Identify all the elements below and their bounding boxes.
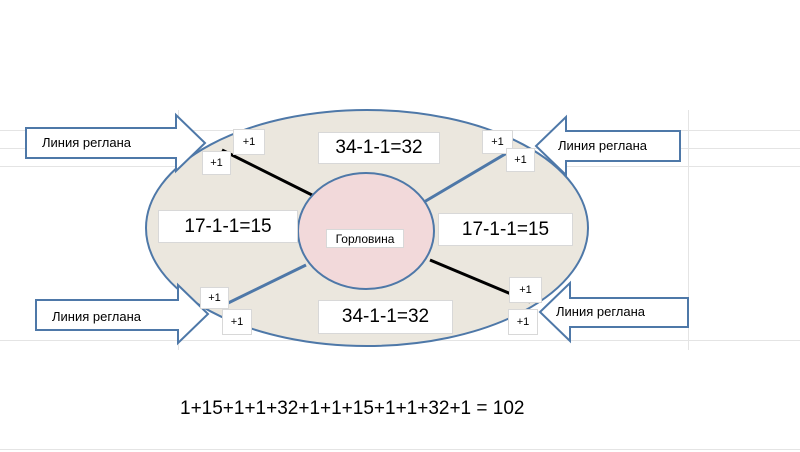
back-stitch-count: 34-1-1=32	[318, 132, 440, 164]
arrow-left-bottom-right	[538, 280, 689, 344]
raglan-label-top-right: Линия реглана	[558, 138, 648, 153]
plus-one-marker: +1	[508, 309, 538, 335]
plus-one-marker: +1	[233, 129, 265, 155]
raglan-line-top-right	[423, 148, 513, 204]
raglan-line-top-left	[221, 148, 319, 200]
raglan-label-bottom-right: Линия реглана	[556, 304, 646, 319]
plus-one-marker: +1	[200, 287, 229, 309]
raglan-label-top-left: Линия реглана	[42, 135, 132, 150]
front-stitch-count: 34-1-1=32	[318, 300, 453, 334]
plus-one-marker: +1	[202, 151, 231, 175]
plus-one-marker: +1	[506, 148, 535, 172]
raglan-label-bottom-left: Линия реглана	[52, 309, 142, 324]
grid-line	[688, 110, 689, 350]
grid-line	[0, 449, 800, 450]
arrow-right-bottom-left	[35, 282, 210, 346]
arrow-right-top-left	[25, 112, 207, 174]
plus-one-marker: +1	[509, 277, 542, 303]
raglan-line-bottom-left	[221, 263, 307, 308]
total-formula: 1+15+1+1+32+1+1+15+1+1+32+1 = 102	[180, 398, 525, 419]
neckline-label: Горловина	[326, 229, 404, 248]
right-sleeve-stitch-count: 17-1-1=15	[438, 213, 573, 246]
arrow-left-top-right	[534, 114, 681, 178]
left-sleeve-stitch-count: 17-1-1=15	[158, 210, 298, 243]
plus-one-marker: +1	[222, 309, 252, 335]
